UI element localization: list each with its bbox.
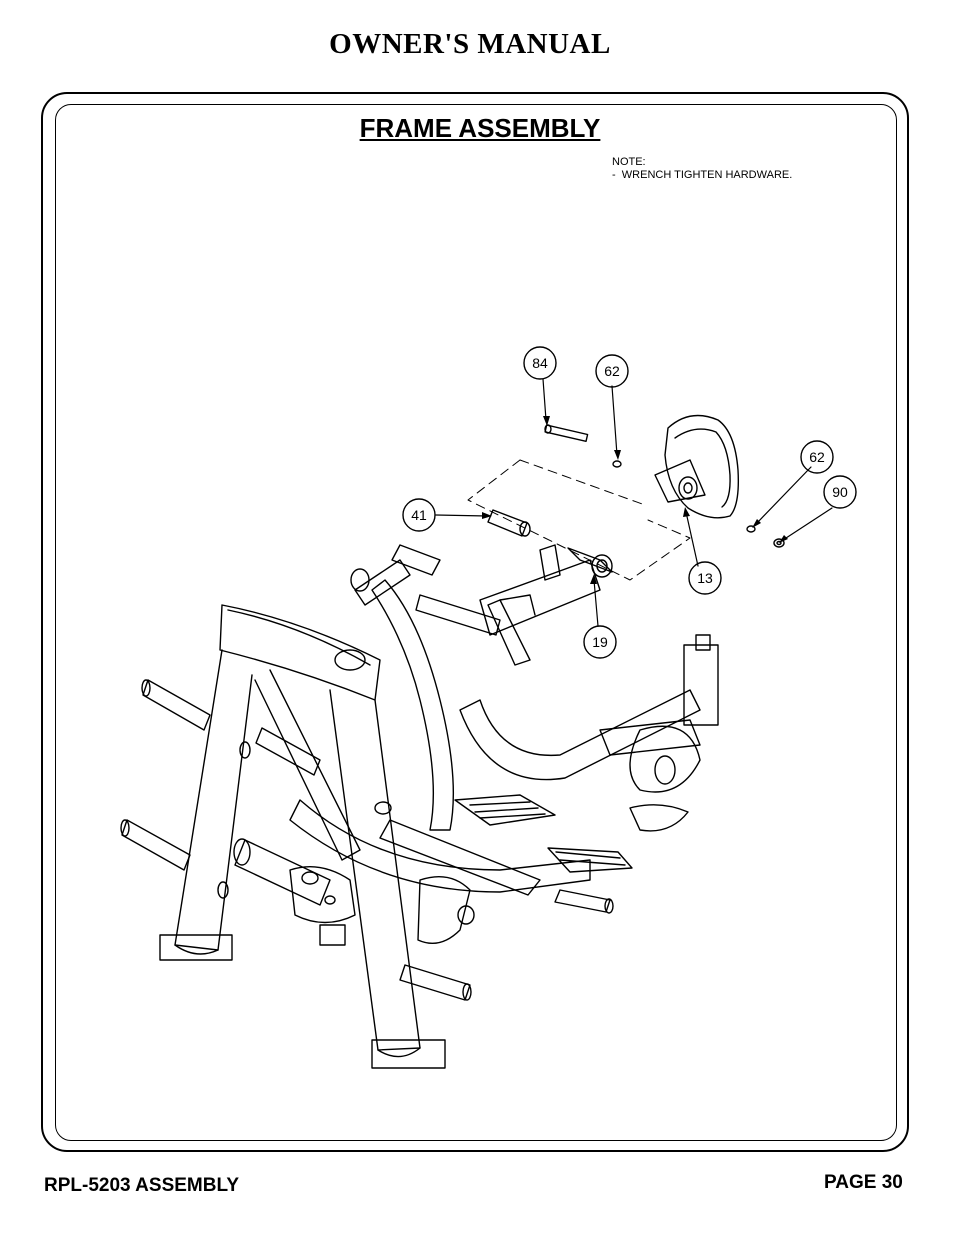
callout-13: 13 — [688, 561, 722, 595]
callout-84: 84 — [523, 346, 557, 380]
callout-84-label: 84 — [532, 355, 548, 371]
nut-90 — [773, 538, 785, 548]
callout-13-label: 13 — [697, 570, 713, 586]
leader-lines — [435, 378, 833, 627]
callout-62-right-label: 62 — [809, 449, 825, 465]
shroud-13 — [654, 414, 740, 519]
footer-page-number: PAGE 30 — [824, 1172, 903, 1193]
callout-41: 41 — [402, 498, 436, 532]
note-line: - WRENCH TIGHTEN HARDWARE. — [612, 169, 793, 181]
manual-title: OWNER'S MANUAL — [329, 28, 611, 60]
callout-41-label: 41 — [411, 507, 427, 523]
leader-arrowheads — [482, 416, 788, 584]
lever-arms — [350, 544, 531, 831]
footer-model: RPL-5203 ASSEMBLY — [44, 1175, 239, 1196]
washer-62-right — [746, 525, 756, 533]
foot-plates — [454, 794, 633, 914]
spacer-41 — [487, 509, 531, 537]
section-title: FRAME ASSEMBLY — [359, 113, 601, 143]
callout-90: 90 — [823, 475, 857, 509]
callout-62-top-label: 62 — [604, 363, 620, 379]
callout-19: 19 — [583, 625, 617, 659]
callout-19-label: 19 — [592, 634, 608, 650]
callout-90-label: 90 — [832, 484, 848, 500]
note-heading: NOTE: — [612, 156, 646, 168]
pivot-hub — [217, 741, 475, 946]
pivot-tube-19 — [479, 544, 613, 636]
callout-62-top: 62 — [595, 354, 629, 388]
a-frame-upright — [159, 604, 446, 1069]
washer-62-top — [612, 460, 622, 468]
callout-62-right: 62 — [800, 440, 834, 474]
weight-horns — [120, 679, 472, 1001]
bolt-84 — [544, 424, 589, 443]
page-border-outer — [41, 92, 909, 1152]
base-frame — [289, 634, 719, 896]
page-border-inner — [55, 104, 897, 1141]
exploded-guide-lines — [467, 459, 691, 581]
assembly-note: NOTE: - WRENCH TIGHTEN HARDWARE. — [612, 156, 792, 182]
